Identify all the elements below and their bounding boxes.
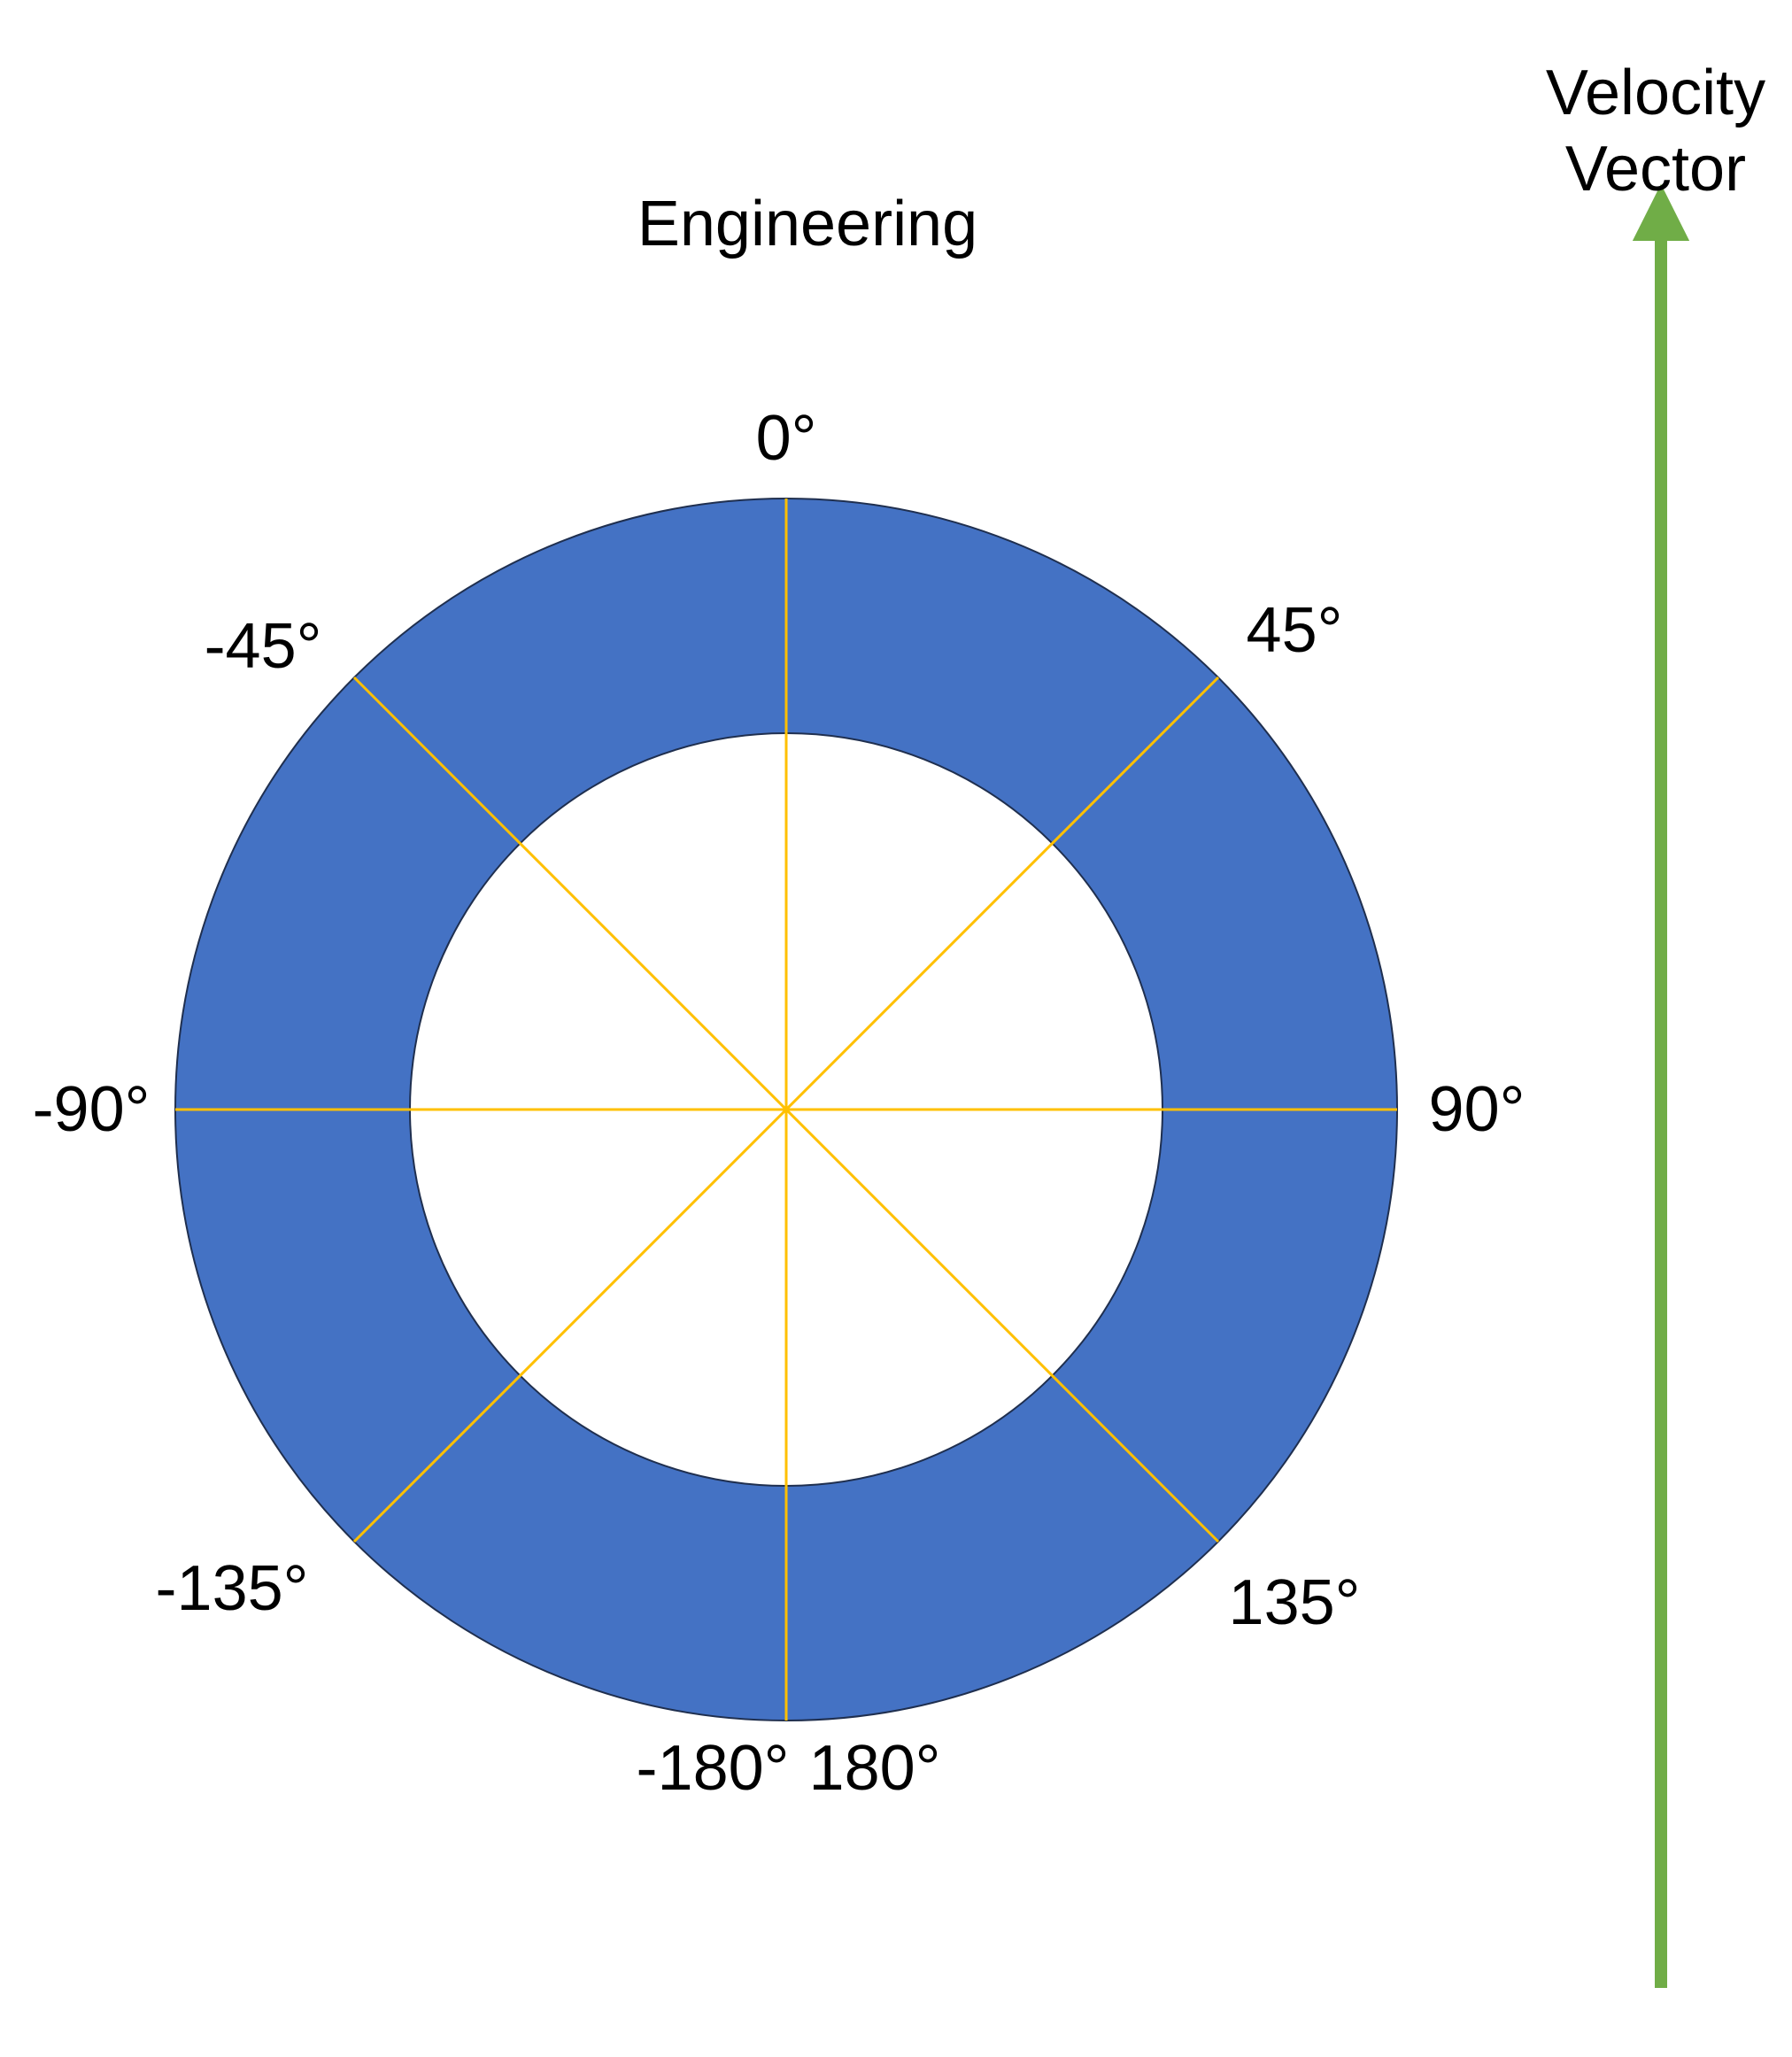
radial-lines [175, 499, 1397, 1721]
velocity-vector-label: Velocity Vector [1546, 55, 1765, 208]
angle-label-minus-90: -90° [32, 1074, 151, 1145]
velocity-label-line-2: Vector [1564, 134, 1747, 205]
angle-label-minus-135: -135° [155, 1553, 309, 1624]
angle-label-45: 45° [1246, 595, 1343, 666]
angle-label-135: 135° [1228, 1567, 1361, 1638]
angle-label-0: 0° [755, 403, 817, 474]
angle-label-minus-45: -45° [204, 611, 322, 682]
radial-line-minus-45-135 [352, 676, 1220, 1543]
velocity-label-line-1: Velocity [1545, 58, 1766, 128]
diagram-title: Engineering [637, 189, 978, 259]
angle-label-90: 90° [1428, 1074, 1526, 1145]
angle-label-minus-180: -180° [636, 1733, 790, 1804]
angle-label-180: 180° [808, 1733, 941, 1804]
